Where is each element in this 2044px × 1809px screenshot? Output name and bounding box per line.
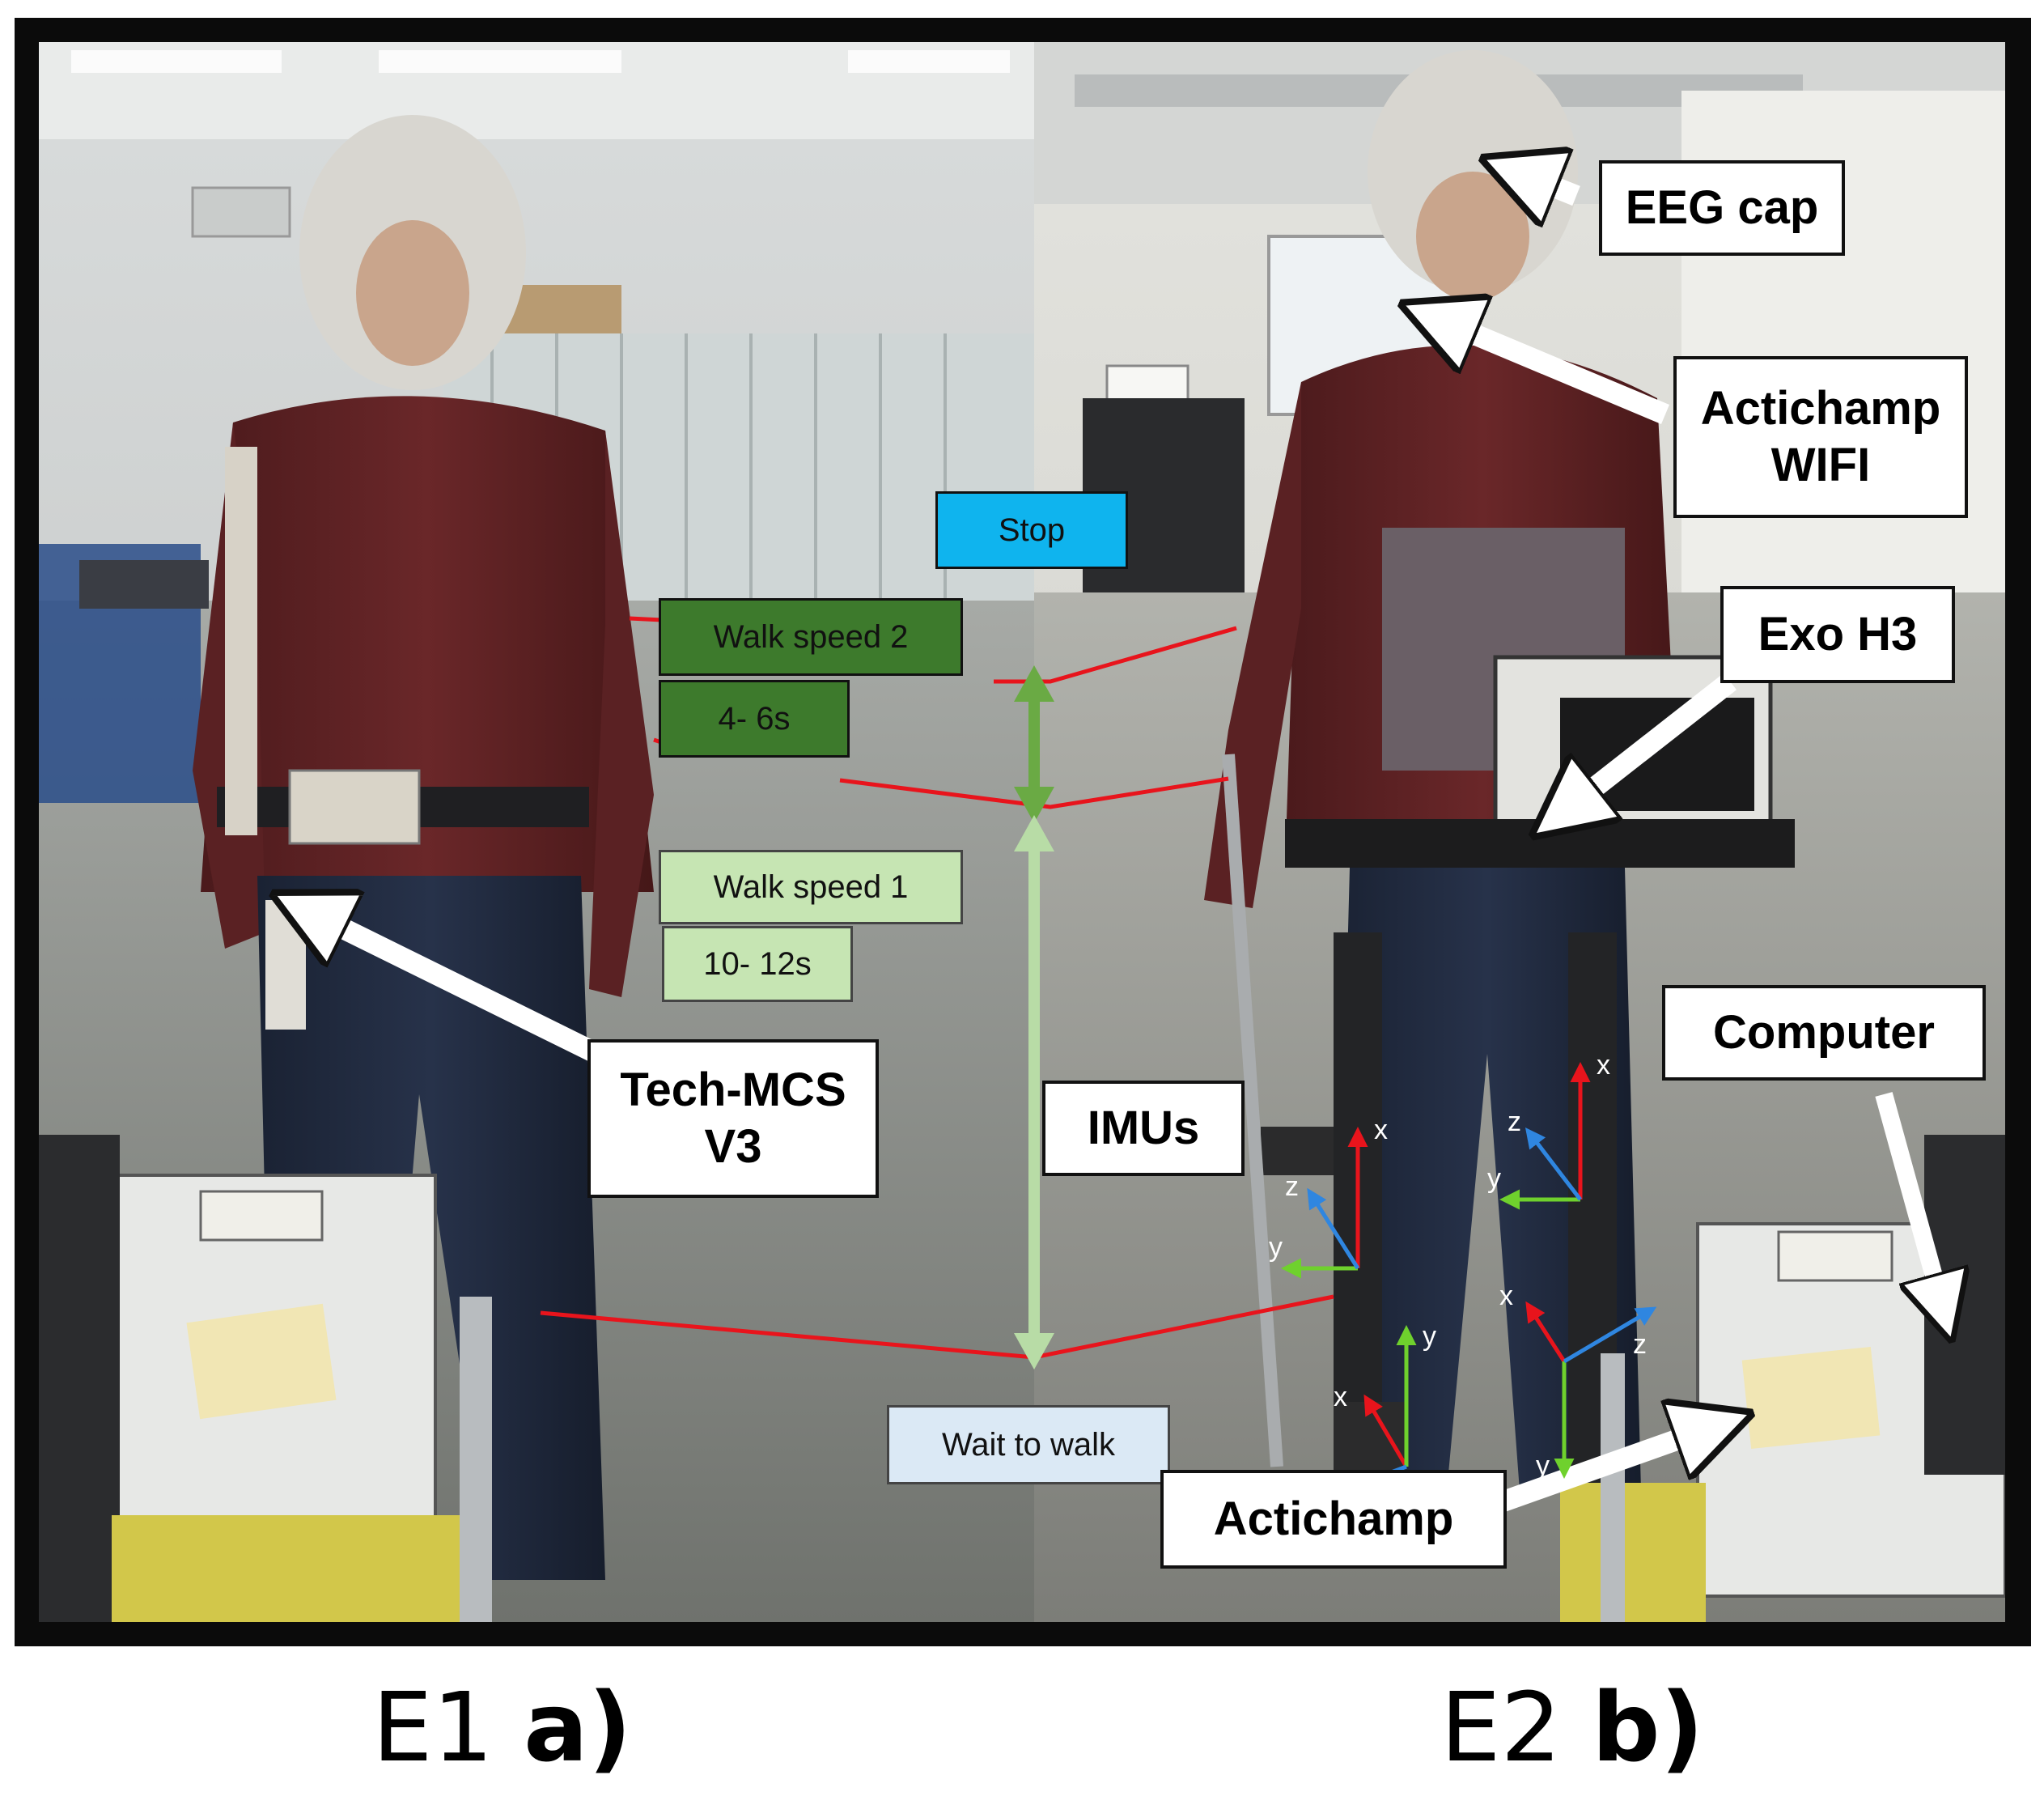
- panel-a-prefix: E1: [372, 1671, 524, 1783]
- panel-a-letter: a): [524, 1671, 632, 1783]
- wait-to-walk-label: Wait to walk: [887, 1405, 1170, 1484]
- tech-mcs-v3-callout: Tech-MCS V3: [587, 1039, 879, 1198]
- walk-speed-1-label: Walk speed 1: [659, 850, 963, 924]
- imu-axes-shank-right: x y z: [1499, 1280, 1657, 1481]
- axis-x-label: x: [1334, 1382, 1347, 1412]
- left-photo: [39, 42, 1034, 1622]
- callout-arrows: [286, 163, 1949, 1518]
- axis-y-label: y: [1536, 1450, 1550, 1481]
- panel-b-prefix: E2: [1440, 1671, 1592, 1783]
- axis-y-label: y: [1269, 1232, 1283, 1263]
- walk-speed-2-arrow: [1014, 665, 1054, 823]
- axis-y-label: y: [1487, 1163, 1501, 1194]
- axis-z-label: z: [1508, 1106, 1521, 1137]
- axis-x-label: x: [1374, 1115, 1388, 1145]
- actichamp-wifi-callout: Actichamp WIFI: [1673, 356, 1968, 518]
- imus-callout: IMUs: [1042, 1081, 1245, 1176]
- figure-frame: x y z x y z x y z x y z Sto: [15, 18, 2031, 1646]
- photo-composite: x y z x y z x y z x y z: [39, 42, 2005, 1622]
- eeg-cap-callout: EEG cap: [1599, 160, 1845, 256]
- imu-axes-hip-left: x y z: [1269, 1115, 1388, 1279]
- axis-x-label: x: [1597, 1050, 1610, 1081]
- imu-axes-thigh-right: x y z: [1487, 1050, 1610, 1210]
- stop-label: Stop: [935, 491, 1128, 569]
- axis-x-label: x: [1499, 1280, 1513, 1311]
- axis-y-label: y: [1423, 1321, 1436, 1352]
- panel-label-a: E1 a): [372, 1671, 632, 1783]
- walk-speed-2-duration: 4- 6s: [659, 680, 850, 758]
- panel-b-letter: b): [1592, 1671, 1704, 1783]
- axis-z-label: z: [1633, 1329, 1647, 1360]
- walk-speed-1-duration: 10- 12s: [662, 926, 853, 1002]
- computer-callout: Computer: [1662, 985, 1986, 1081]
- exo-h3-callout: Exo H3: [1720, 586, 1955, 683]
- right-photo: [1034, 42, 2005, 1622]
- walk-speed-1-arrow: [1014, 815, 1054, 1369]
- panel-label-b: E2 b): [1440, 1671, 1704, 1783]
- actichamp-callout: Actichamp: [1160, 1470, 1507, 1569]
- axis-z-label: z: [1285, 1171, 1299, 1202]
- walk-speed-2-label: Walk speed 2: [659, 598, 963, 676]
